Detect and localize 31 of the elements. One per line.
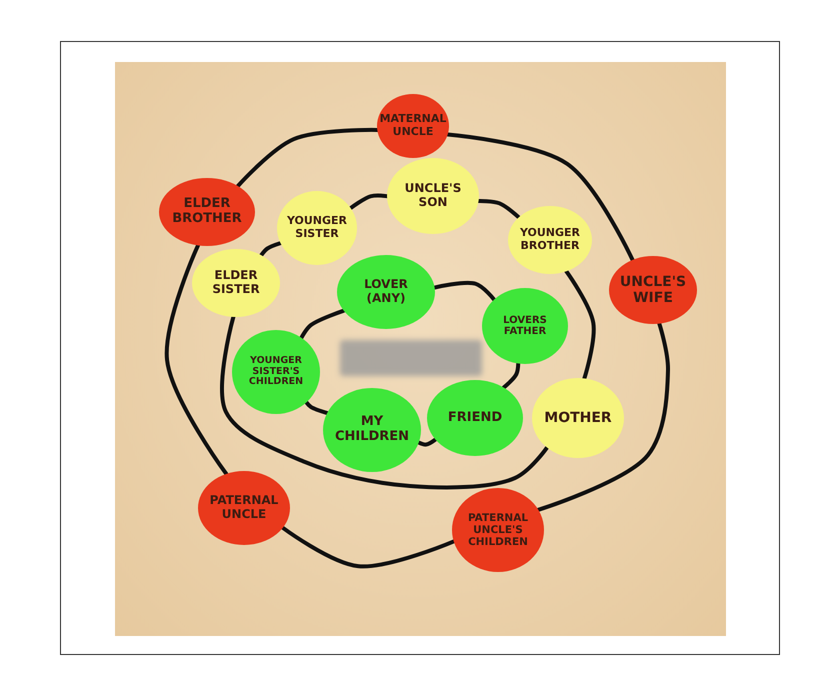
ring-line xyxy=(236,128,380,188)
ring-line xyxy=(446,132,635,262)
node-label: LOVER (ANY) xyxy=(363,278,409,306)
ring-line xyxy=(536,322,670,512)
blurred-name-block xyxy=(340,340,482,376)
ring-line xyxy=(416,438,438,447)
node-label: MATERNAL UNCLE xyxy=(380,113,446,139)
ring-line xyxy=(280,526,456,568)
node-label: YOUNGER SISTER xyxy=(286,215,348,241)
ring-line xyxy=(348,194,389,210)
ring-line xyxy=(259,241,282,258)
node-label: FRIEND xyxy=(448,410,502,426)
ring-line xyxy=(476,199,521,220)
ring-line xyxy=(164,243,228,476)
node-label: YOUNGER SISTER'S CHILDREN xyxy=(248,356,304,388)
node-label: MY CHILDREN xyxy=(334,415,410,445)
node-label: ELDER SISTER xyxy=(211,269,261,297)
ring-line xyxy=(304,400,330,416)
ring-line xyxy=(502,362,520,390)
ring-line xyxy=(432,280,496,302)
node-label: UNCLE'S SON xyxy=(404,182,462,210)
ring-line xyxy=(299,308,346,340)
node-label: LOVERS FATHER xyxy=(502,314,548,338)
node-label: PATERNAL UNCLE'S CHILDREN xyxy=(466,512,530,548)
node-label: MOTHER xyxy=(544,410,612,426)
node-label: YOUNGER BROTHER xyxy=(518,227,582,253)
node-label: ELDER BROTHER xyxy=(171,197,243,227)
ring-line xyxy=(564,269,596,380)
node-label: UNCLE'S WIFE xyxy=(618,274,688,306)
node-label: PATERNAL UNCLE xyxy=(208,494,280,522)
ring-line xyxy=(220,314,549,490)
